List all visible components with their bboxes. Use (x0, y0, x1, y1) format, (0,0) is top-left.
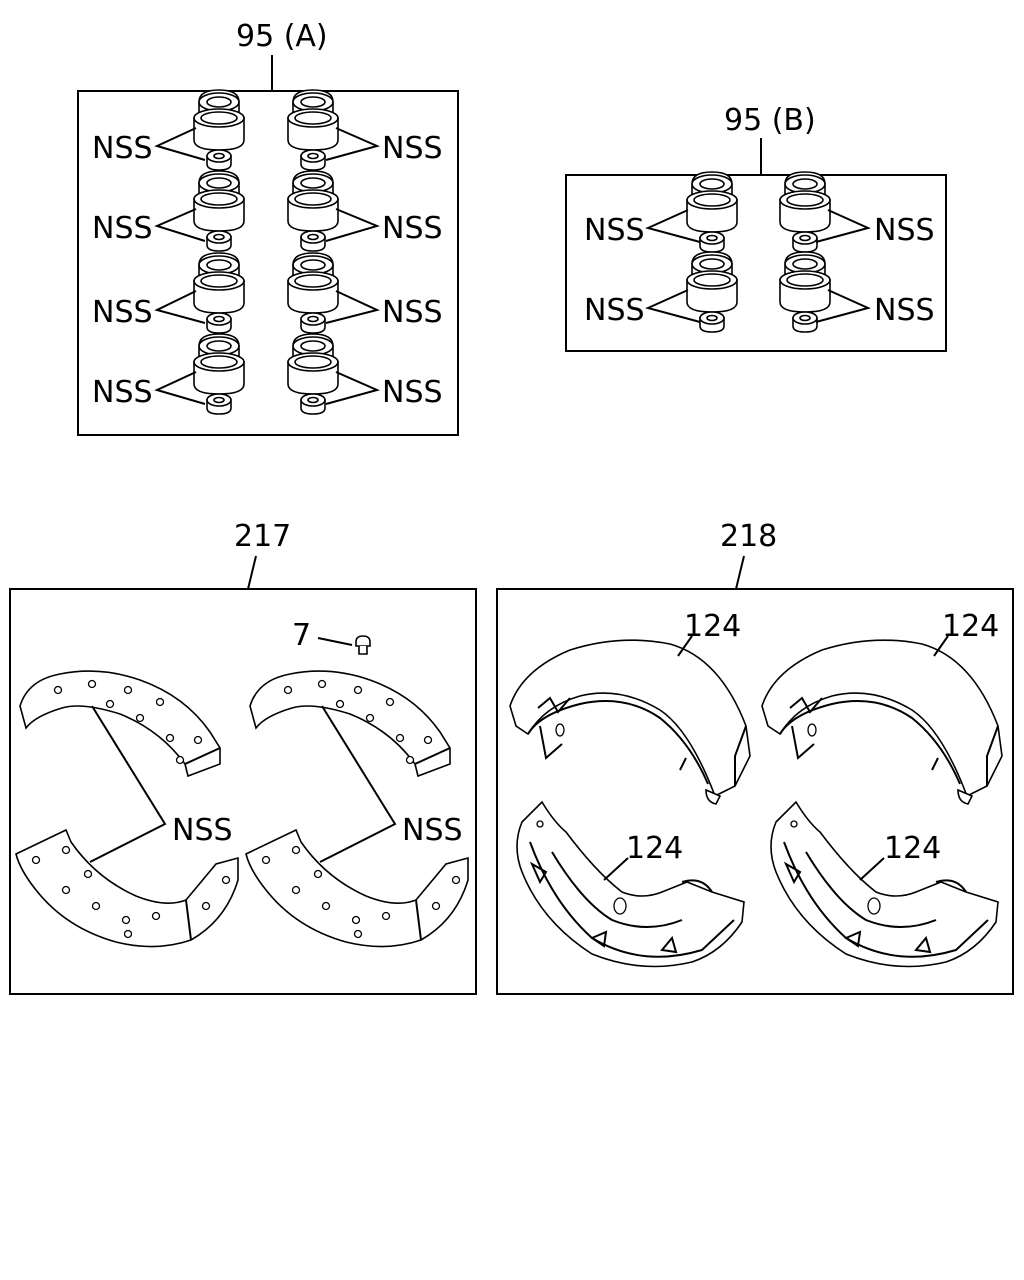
leaders-95b (645, 209, 871, 323)
leaders-218 (603, 635, 949, 881)
nss-label: NSS (172, 813, 233, 848)
shoe-callout: 124 (942, 609, 999, 644)
callout-95a: 95 (A) (236, 19, 328, 54)
group-217: 217 7 NSS NSS (9, 519, 477, 995)
rivet-callout: 7 (292, 618, 311, 653)
shoe-callout: 124 (626, 831, 683, 866)
nss-label: NSS (382, 131, 443, 166)
nss-label: NSS (584, 213, 645, 248)
nss-label: NSS (382, 295, 443, 330)
nss-label: NSS (382, 375, 443, 410)
callout-217: 217 (234, 519, 291, 554)
callout-218: 218 (720, 519, 777, 554)
nss-label: NSS (402, 813, 463, 848)
leaders-217 (89, 705, 397, 863)
nss-label: NSS (92, 131, 153, 166)
nss-label: NSS (584, 293, 645, 328)
group-218: 218 124 124 124 124 (496, 519, 1014, 995)
nss-label: NSS (92, 295, 153, 330)
group-95a: 95 (A) NSS NSS NSS NSS NSS NSS (77, 19, 459, 436)
box-95b (565, 174, 947, 352)
shoe-callout: 124 (684, 609, 741, 644)
rivet (317, 635, 371, 655)
callout-95b: 95 (B) (724, 103, 816, 138)
shoe-callout: 124 (884, 831, 941, 866)
nss-label: NSS (874, 213, 935, 248)
box-95a (77, 90, 459, 436)
nss-label: NSS (92, 211, 153, 246)
group-95b: 95 (B) NSS NSS NSS NSS (565, 103, 947, 352)
nss-label: NSS (382, 211, 443, 246)
leaders-95a (154, 127, 380, 405)
nss-label: NSS (92, 375, 153, 410)
nss-label: NSS (874, 293, 935, 328)
